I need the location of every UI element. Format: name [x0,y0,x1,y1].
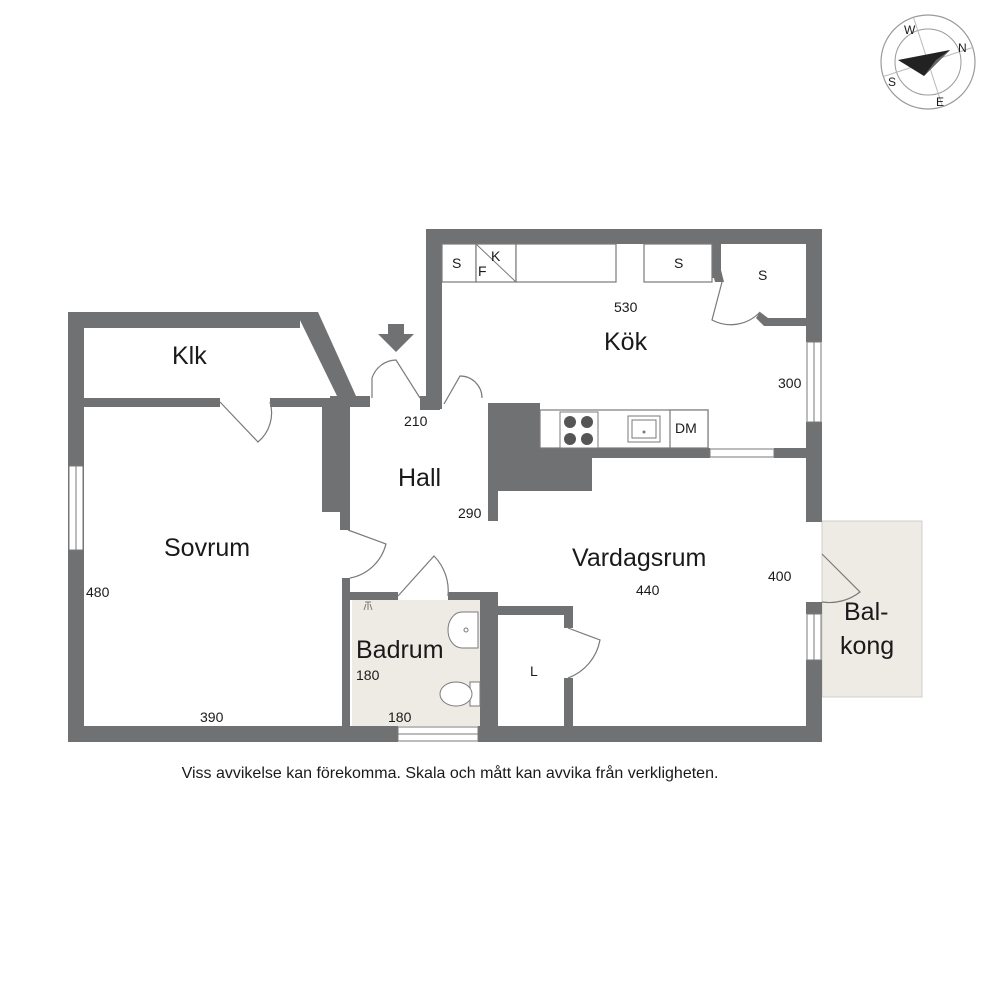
dimension-vardagsrum-width: 440 [636,582,660,598]
dimension-vardagsrum-depth: 400 [768,568,792,584]
fixture-label-dishwasher: DM [675,420,697,436]
room-label-hall: Hall [398,464,441,492]
dimension-kok-width: 530 [614,299,638,315]
balcony-floor [821,520,923,698]
fixture-label-linen-closet: L [530,663,538,679]
compass-north: N [958,41,967,55]
walls [68,229,822,742]
fixture-label-storage-2: S [674,255,683,271]
room-label-kok: Kök [604,328,648,356]
compass-east: E [936,95,944,109]
fixture-label-storage-3: S [758,267,767,283]
disclaimer-text: Viss avvikelse kan förekomma. Skala och … [181,765,719,782]
room-label-klk: Klk [172,342,207,370]
room-label-badrum: Badrum [356,636,444,664]
kitchen-fixtures [441,243,713,449]
dimension-badrum-depth: 180 [356,667,380,683]
doors [219,281,861,679]
toilet-icon [439,681,481,707]
fixture-label-freezer: F [478,263,487,279]
dimension-sovrum-depth: 480 [86,584,110,600]
compass-south: S [888,75,896,89]
room-label-balkong-2: kong [840,632,894,660]
bathroom-fixtures [363,601,481,707]
dimension-hall-width: 210 [404,413,428,429]
dimension-kok-depth: 300 [778,375,802,391]
dimension-sovrum-width: 390 [200,709,224,725]
fixture-label-fridge: K [491,248,501,264]
windows [68,341,822,742]
sink-icon [447,611,479,649]
room-label-vardagsrum: Vardagsrum [572,544,706,572]
dimension-badrum-width: 180 [388,709,412,725]
compass-icon: N E S W [880,14,976,110]
fixture-label-storage-1: S [452,255,461,271]
entrance-arrow-icon [378,324,414,352]
shower-icon [363,601,373,611]
compass-west: W [904,23,916,37]
dimension-hall-depth: 290 [458,505,482,521]
room-label-sovrum: Sovrum [164,534,250,562]
room-label-balkong-1: Bal- [844,598,888,626]
